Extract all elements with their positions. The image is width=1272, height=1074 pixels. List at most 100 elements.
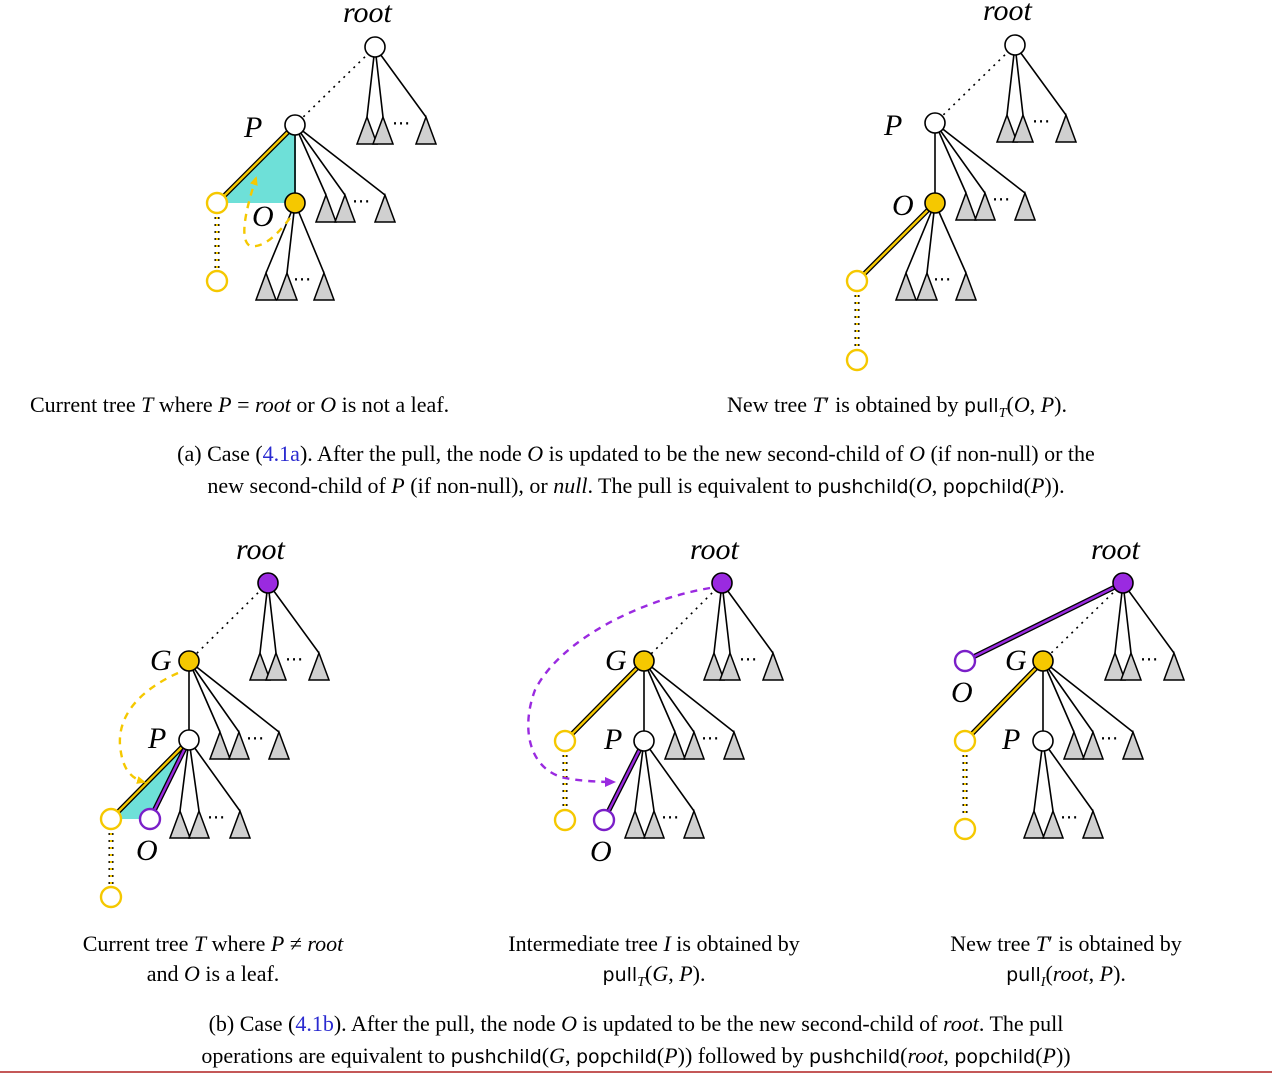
G-label: G — [605, 644, 627, 677]
tree-b-new: root ··· ··· ··· G O P — [951, 533, 1186, 841]
edges-root-subtrees — [1006, 44, 1067, 116]
edge-root-G — [643, 582, 723, 662]
node-P — [1032, 730, 1054, 752]
caption-b-left-line1: Current tree T where P ≠ root — [83, 931, 344, 956]
caption-b-right-line1: New tree T′ is obtained by — [950, 931, 1182, 956]
ellipsis: ··· — [1032, 111, 1050, 133]
edges-root-subtrees — [259, 582, 320, 654]
node-leaf — [845, 348, 869, 372]
tree-a-new: root ··· ··· ··· P O — [845, 0, 1078, 372]
node-leaf — [99, 885, 123, 909]
subtree — [1081, 808, 1105, 839]
subtree — [228, 808, 252, 839]
subtree — [623, 808, 647, 839]
node-child — [845, 269, 869, 293]
subtree — [642, 808, 666, 839]
node-P — [633, 730, 655, 752]
P-label: P — [603, 723, 622, 756]
node-O — [924, 192, 946, 214]
purple-arrow — [527, 586, 711, 787]
node-O — [138, 807, 162, 831]
node-leaf — [205, 269, 229, 293]
subtree — [414, 114, 438, 145]
node-G — [1032, 650, 1054, 672]
subtree — [1119, 650, 1143, 681]
edge-P-O — [148, 739, 191, 820]
subtree — [1054, 112, 1078, 143]
caption-a-left: Current tree T where P = root or O is no… — [30, 392, 449, 417]
O-label: O — [590, 835, 612, 868]
O-label: O — [951, 676, 973, 709]
P-label: P — [883, 109, 902, 142]
edges-G-children — [643, 660, 735, 741]
subtree — [722, 729, 746, 760]
edges-root-subtrees — [1114, 582, 1175, 654]
node-G — [633, 650, 655, 672]
node-child — [205, 191, 229, 215]
subtree — [307, 650, 331, 681]
edge-P-child — [216, 124, 296, 204]
P-label: P — [147, 722, 166, 755]
P-label: P — [1001, 723, 1020, 756]
edge-G-child — [964, 660, 1044, 742]
subtree — [995, 112, 1019, 143]
edges-O-children — [905, 202, 967, 274]
node-G — [178, 650, 200, 672]
subtree — [314, 192, 338, 223]
ellipsis: ··· — [1140, 649, 1158, 671]
subtree — [355, 114, 379, 145]
subtree — [1103, 650, 1127, 681]
ellipsis: ··· — [285, 649, 303, 671]
subtree — [663, 729, 687, 760]
subtree — [1121, 729, 1145, 760]
ellipsis: ··· — [701, 728, 719, 750]
edges-P-children — [294, 124, 386, 203]
P-label: P — [243, 111, 262, 144]
O-label: O — [136, 834, 158, 867]
ellipsis: ··· — [739, 649, 757, 671]
subtree — [275, 270, 299, 301]
O-label: O — [252, 200, 274, 233]
root-label: root — [1091, 533, 1141, 566]
caption-b-right-line2: pullI(root, P). — [1006, 961, 1126, 990]
node-leaf — [553, 808, 577, 832]
subtree — [894, 270, 918, 301]
subtree — [1041, 808, 1065, 839]
ellipsis: ··· — [207, 807, 225, 829]
node-child — [953, 729, 977, 753]
ellipsis: ··· — [293, 269, 311, 291]
node-O — [953, 649, 977, 673]
subtree — [1011, 112, 1035, 143]
ellipsis: ··· — [1060, 807, 1078, 829]
caption-b-left-line2: and O is a leaf. — [147, 961, 280, 986]
node-leaf — [953, 817, 977, 841]
ellipsis: ··· — [661, 807, 679, 829]
subtree — [187, 808, 211, 839]
G-label: G — [150, 644, 172, 677]
caption-b-mid-line1: Intermediate tree I is obtained by — [508, 931, 799, 956]
subtree — [248, 650, 272, 681]
edges-P-children — [634, 740, 695, 812]
yellow-arrow — [243, 176, 291, 248]
caption-a-line1: (a) Case (4.1a). After the pull, the nod… — [177, 441, 1095, 466]
node-root — [1112, 572, 1134, 594]
subtree — [682, 808, 706, 839]
edges-O-children — [265, 202, 325, 274]
node-root — [711, 572, 733, 594]
root-label: root — [343, 0, 393, 29]
edge-root-P — [934, 44, 1016, 124]
caption-b-line1: (b) Case (4.1b). After the pull, the nod… — [209, 1011, 1064, 1036]
caption-a-line2: new second-child of P (if non-null), or … — [207, 473, 1064, 498]
caption-a-right: New tree T′ is obtained by pullT(O, P). — [727, 392, 1067, 421]
tree-b-current: root ··· ··· ··· G P O — [99, 533, 331, 909]
subtree — [1081, 729, 1105, 760]
O-label: O — [892, 189, 914, 222]
subtree — [973, 190, 997, 221]
subtree — [702, 650, 726, 681]
root-label: root — [983, 0, 1033, 27]
edges-G-children — [188, 660, 280, 740]
edges-P-children — [1033, 740, 1094, 812]
root-label: root — [236, 533, 286, 566]
node-root — [257, 572, 279, 594]
